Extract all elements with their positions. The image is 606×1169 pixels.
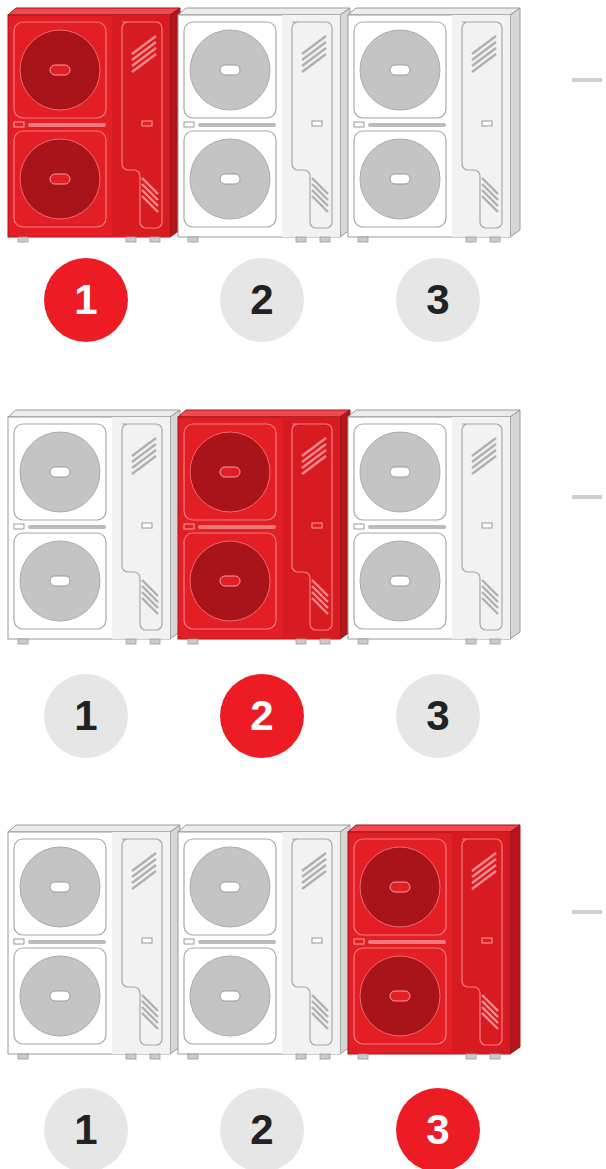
active-number-circle: 3 [396,1088,480,1169]
callout-number: 3 [426,1109,449,1151]
heat-pump-unit [348,410,520,644]
heat-pump-unit [8,825,180,1059]
heat-pump-unit [178,410,350,644]
callout-number: 3 [426,279,449,321]
callout-number: 1 [74,1109,97,1151]
callout-number: 3 [426,695,449,737]
number-circle: 3 [396,674,480,758]
heat-pump-unit [178,825,350,1059]
active-number-circle: 1 [44,258,128,342]
dash-mark [572,910,602,914]
dash-mark [572,495,602,499]
number-circle: 1 [44,674,128,758]
heat-pump-unit [8,8,180,242]
heat-pump-unit [8,410,180,644]
callout-number: 2 [250,695,273,737]
heat-pump-unit [178,8,350,242]
callout-number: 2 [250,279,273,321]
number-circle: 2 [220,258,304,342]
active-number-circle: 2 [220,674,304,758]
number-circle: 3 [396,258,480,342]
callout-number: 1 [74,695,97,737]
heat-pump-unit [348,8,520,242]
callout-number: 2 [250,1109,273,1151]
number-circle: 2 [220,1088,304,1169]
heat-pump-unit [348,825,520,1059]
dash-mark [572,78,602,82]
callout-number: 1 [74,279,97,321]
number-circle: 1 [44,1088,128,1169]
